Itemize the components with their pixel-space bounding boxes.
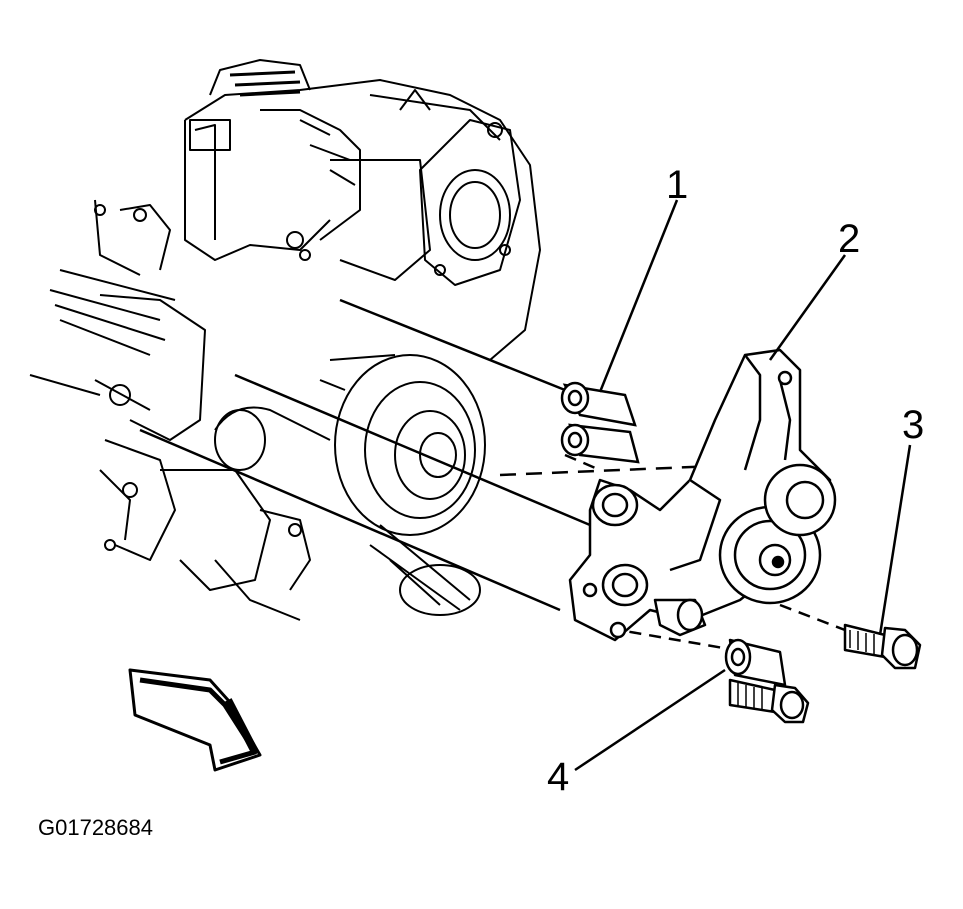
spacer-item-4 [724, 638, 787, 687]
direction-arrow-icon [128, 668, 262, 772]
leader-lines [574, 199, 912, 772]
leader-line-4 [574, 668, 726, 772]
callout-1: 1 [666, 163, 688, 207]
callout-4: 4 [547, 755, 569, 799]
bolt-item-4 [728, 678, 810, 724]
leader-line-1 [598, 199, 679, 393]
tensioner-bracket-item-2 [568, 348, 837, 642]
bolt-item-3 [843, 623, 922, 670]
leader-line-2 [768, 254, 847, 361]
callout-3: 3 [902, 403, 924, 447]
leader-line-3 [878, 444, 912, 636]
figure-id: G01728684 [38, 815, 153, 840]
spacer-item-1 [560, 381, 640, 464]
callout-2: 2 [838, 217, 860, 261]
engine-block [29, 59, 541, 621]
